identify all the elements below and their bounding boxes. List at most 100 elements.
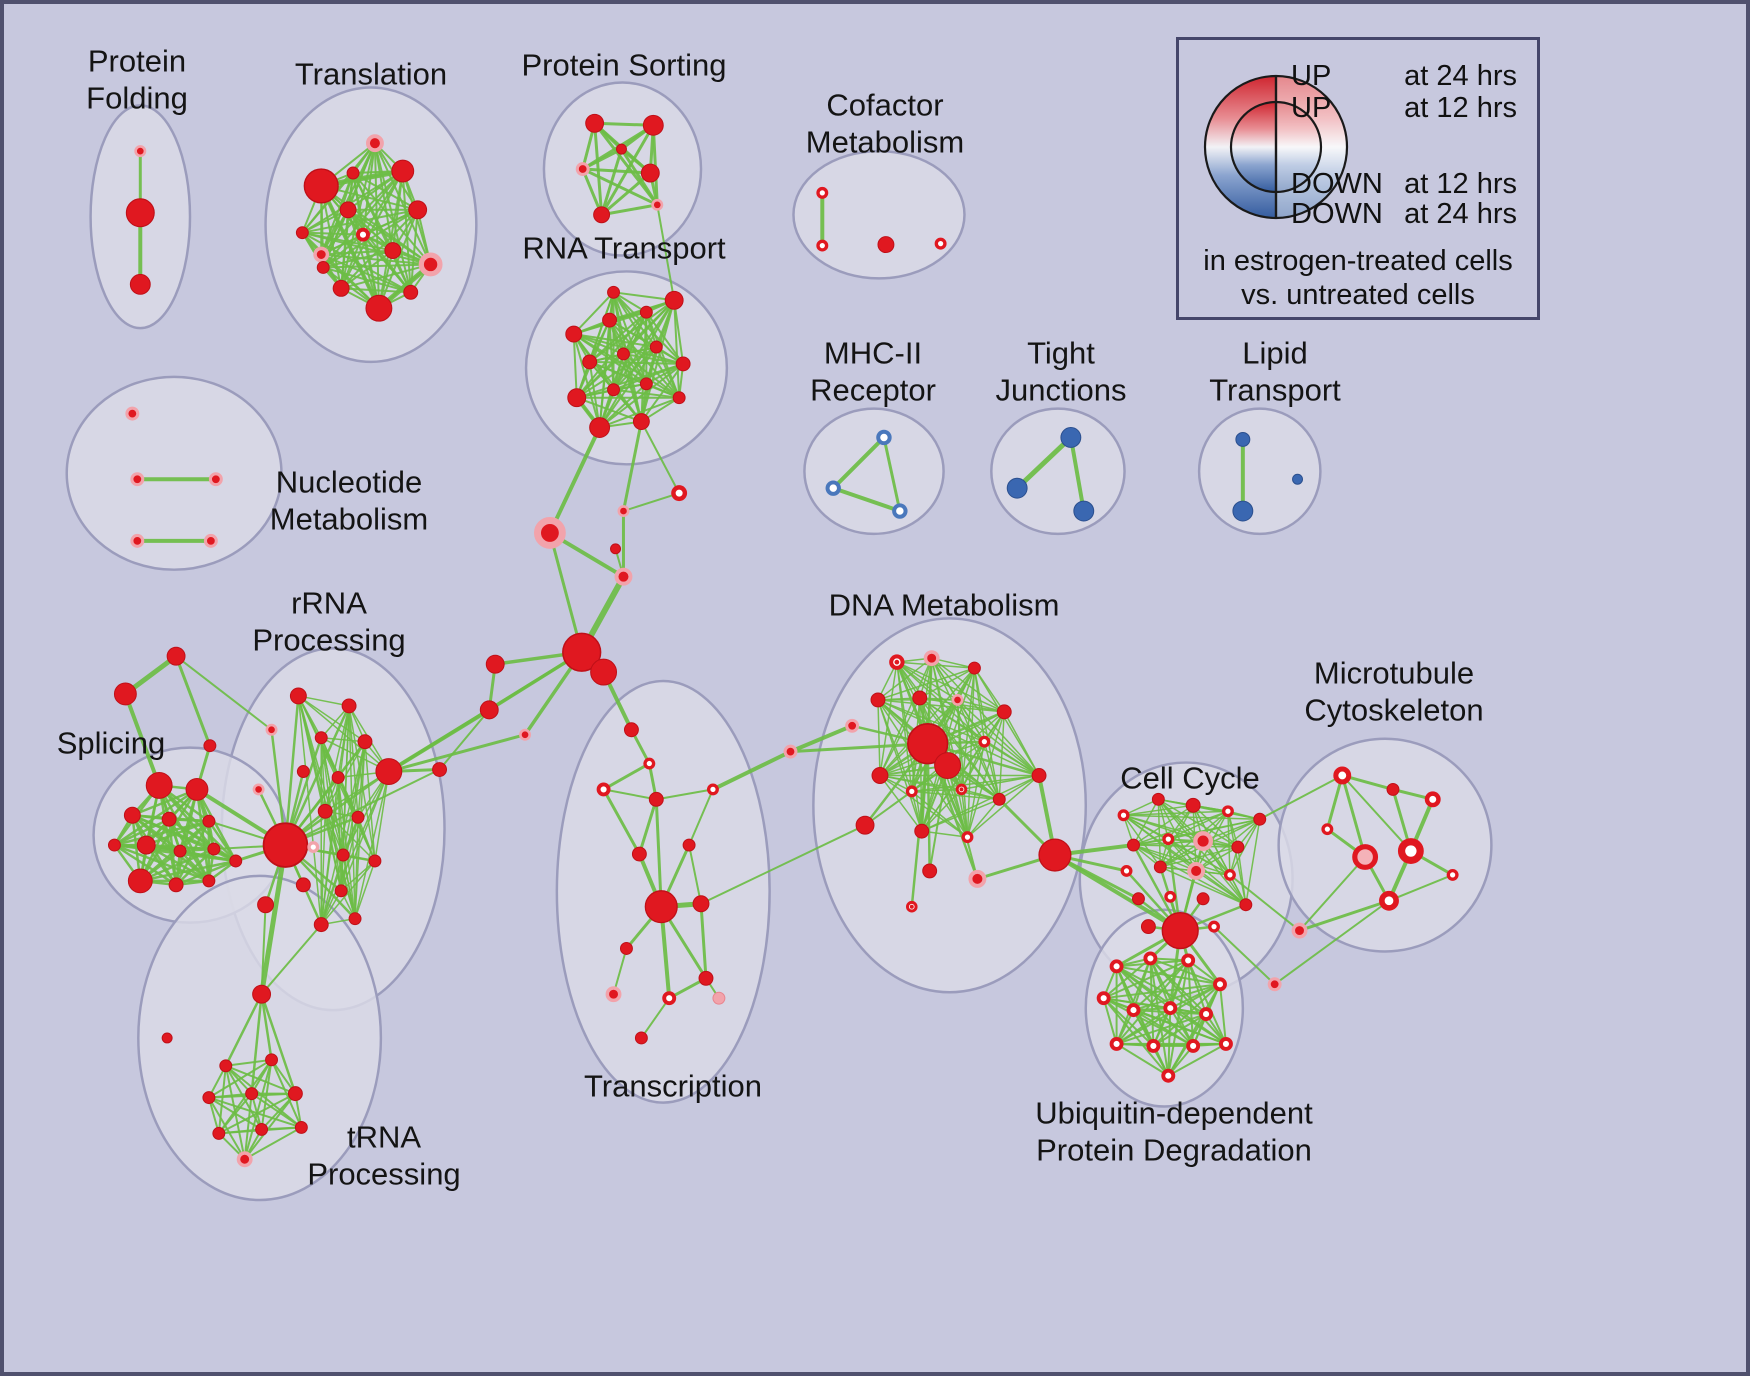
node-cc16 — [1196, 892, 1210, 906]
edge-ub8-ub9 — [1115, 1013, 1208, 1045]
node-tc11 — [662, 991, 677, 1006]
node-rt1 — [565, 325, 583, 343]
node-nm5 — [203, 533, 218, 548]
node-tn8 — [255, 1122, 269, 1136]
edge-lkA-dm1 — [788, 723, 855, 754]
edge-sp10-sp12 — [174, 859, 237, 887]
edge-ub2-ub9 — [1115, 957, 1152, 1045]
edge-tr7-tr14 — [320, 253, 412, 294]
edge-tc11-tc13 — [640, 997, 671, 1039]
node-sp12 — [229, 854, 243, 868]
edge-rr1-rr6 — [297, 695, 390, 773]
node-rt15 — [607, 285, 620, 299]
node-sp1 — [145, 771, 173, 799]
node-sp4 — [161, 811, 177, 827]
edge-sp5-sp6 — [145, 819, 211, 847]
node-dot-dm20 — [909, 904, 914, 909]
node-nm4 — [130, 533, 145, 548]
edge-dm5-dm8 — [877, 699, 1005, 713]
node-cn2 — [617, 505, 630, 518]
edge-ub3-ub9 — [1115, 959, 1190, 1045]
edge-rr13-rr19 — [342, 854, 356, 920]
edge-tc2-tc4 — [637, 797, 658, 856]
edge-rt4-rt14 — [640, 299, 676, 423]
edge-tnh-tn5 — [250, 992, 263, 1095]
node-tr1 — [303, 168, 339, 204]
node-ps5 — [593, 206, 611, 224]
node-mh2 — [825, 480, 841, 496]
edge-tr9-tr13 — [301, 231, 432, 266]
node-cc10 — [1120, 864, 1133, 877]
edge-dmh2-dm19 — [946, 764, 979, 880]
edge-dm5-dm9 — [877, 699, 986, 743]
node-rt11 — [639, 377, 653, 391]
legend-up-12-time: at 12 hrs — [1404, 92, 1517, 124]
edge-dm9-dm10 — [983, 740, 1040, 777]
node-rr1 — [289, 687, 307, 705]
node-sp2 — [185, 777, 209, 801]
edge-ub5-ub12 — [1218, 983, 1227, 1045]
edge-dm3-dm5 — [877, 657, 933, 701]
node-mh3 — [892, 503, 908, 519]
edge-rr8-rr16 — [337, 776, 342, 892]
edge-tn6-tn10 — [243, 1092, 297, 1161]
edge-dm3-dm11 — [879, 657, 933, 777]
node-ub7 — [1163, 1001, 1178, 1016]
edge-ub3-ub6 — [1132, 959, 1190, 1012]
node-cf1 — [816, 186, 829, 199]
edge-lkD-mc8 — [1273, 899, 1390, 986]
node-sp9 — [127, 868, 153, 894]
edge-lkB-cch — [1052, 853, 1183, 933]
edge-tr2-tr7 — [320, 142, 376, 256]
edge-tn2-tn7 — [217, 1064, 227, 1135]
edge-rrh-rr1 — [284, 694, 300, 847]
node-tnh — [252, 984, 272, 1004]
node-rr19 — [348, 912, 362, 926]
edge-tc1-tc2 — [602, 788, 658, 801]
edge-sp2-sp9 — [139, 788, 199, 883]
node-cf4 — [934, 237, 947, 250]
edge-cn1-cn2 — [622, 492, 681, 513]
edge-mc1-mc6 — [1341, 774, 1412, 853]
edge-mc1-mc5 — [1340, 773, 1367, 859]
edge-rt6-rt9 — [575, 352, 625, 399]
node-cc4 — [1221, 805, 1234, 818]
node-rr14 — [368, 854, 382, 868]
node-dm4 — [967, 661, 981, 675]
edge-rt14-cn1 — [640, 420, 681, 495]
node-rr2 — [341, 698, 357, 714]
edge-mc7-mc8 — [1388, 873, 1454, 902]
edge-tn3-tn10 — [243, 1058, 273, 1161]
edge-tr9-tr12 — [322, 263, 432, 269]
edge-ps6-rt4 — [656, 203, 676, 302]
edge-tr2-tr11 — [373, 142, 380, 310]
node-rr7 — [296, 765, 310, 778]
edge-tc1-tc4 — [602, 787, 641, 856]
node-cc17 — [1140, 919, 1156, 935]
node-cc18 — [1208, 920, 1220, 933]
edge-rr6-rr13 — [342, 770, 390, 856]
node-dm6 — [912, 690, 928, 706]
node-rr17 — [257, 896, 275, 914]
edge-mh1-mh2 — [831, 435, 886, 491]
node-rr18 — [313, 917, 329, 933]
edge-cc5-cc7 — [1167, 818, 1261, 840]
edge-tr8-tr10 — [340, 249, 394, 290]
node-tn2 — [219, 1059, 233, 1073]
node-cc9 — [1231, 840, 1245, 854]
node-lk3 — [519, 728, 532, 741]
edge-rt4-rt15 — [612, 291, 676, 302]
edge-tnh-tn6 — [260, 992, 297, 1095]
node-lt3 — [1292, 473, 1303, 485]
node-cc1 — [1117, 809, 1130, 822]
node-mc5 — [1352, 844, 1379, 870]
node-tc5 — [682, 838, 696, 852]
edge-cc3-cc6 — [1132, 804, 1194, 846]
edge-dm9-dm14 — [983, 740, 1001, 801]
node-rr13 — [336, 848, 350, 862]
node-tr13 — [295, 226, 309, 240]
edge-rt1-rt9 — [572, 333, 578, 399]
cluster-ellipse-tight-junctions — [990, 407, 1126, 536]
node-lk2 — [479, 700, 499, 720]
edge-tr2-tr8 — [373, 142, 394, 252]
